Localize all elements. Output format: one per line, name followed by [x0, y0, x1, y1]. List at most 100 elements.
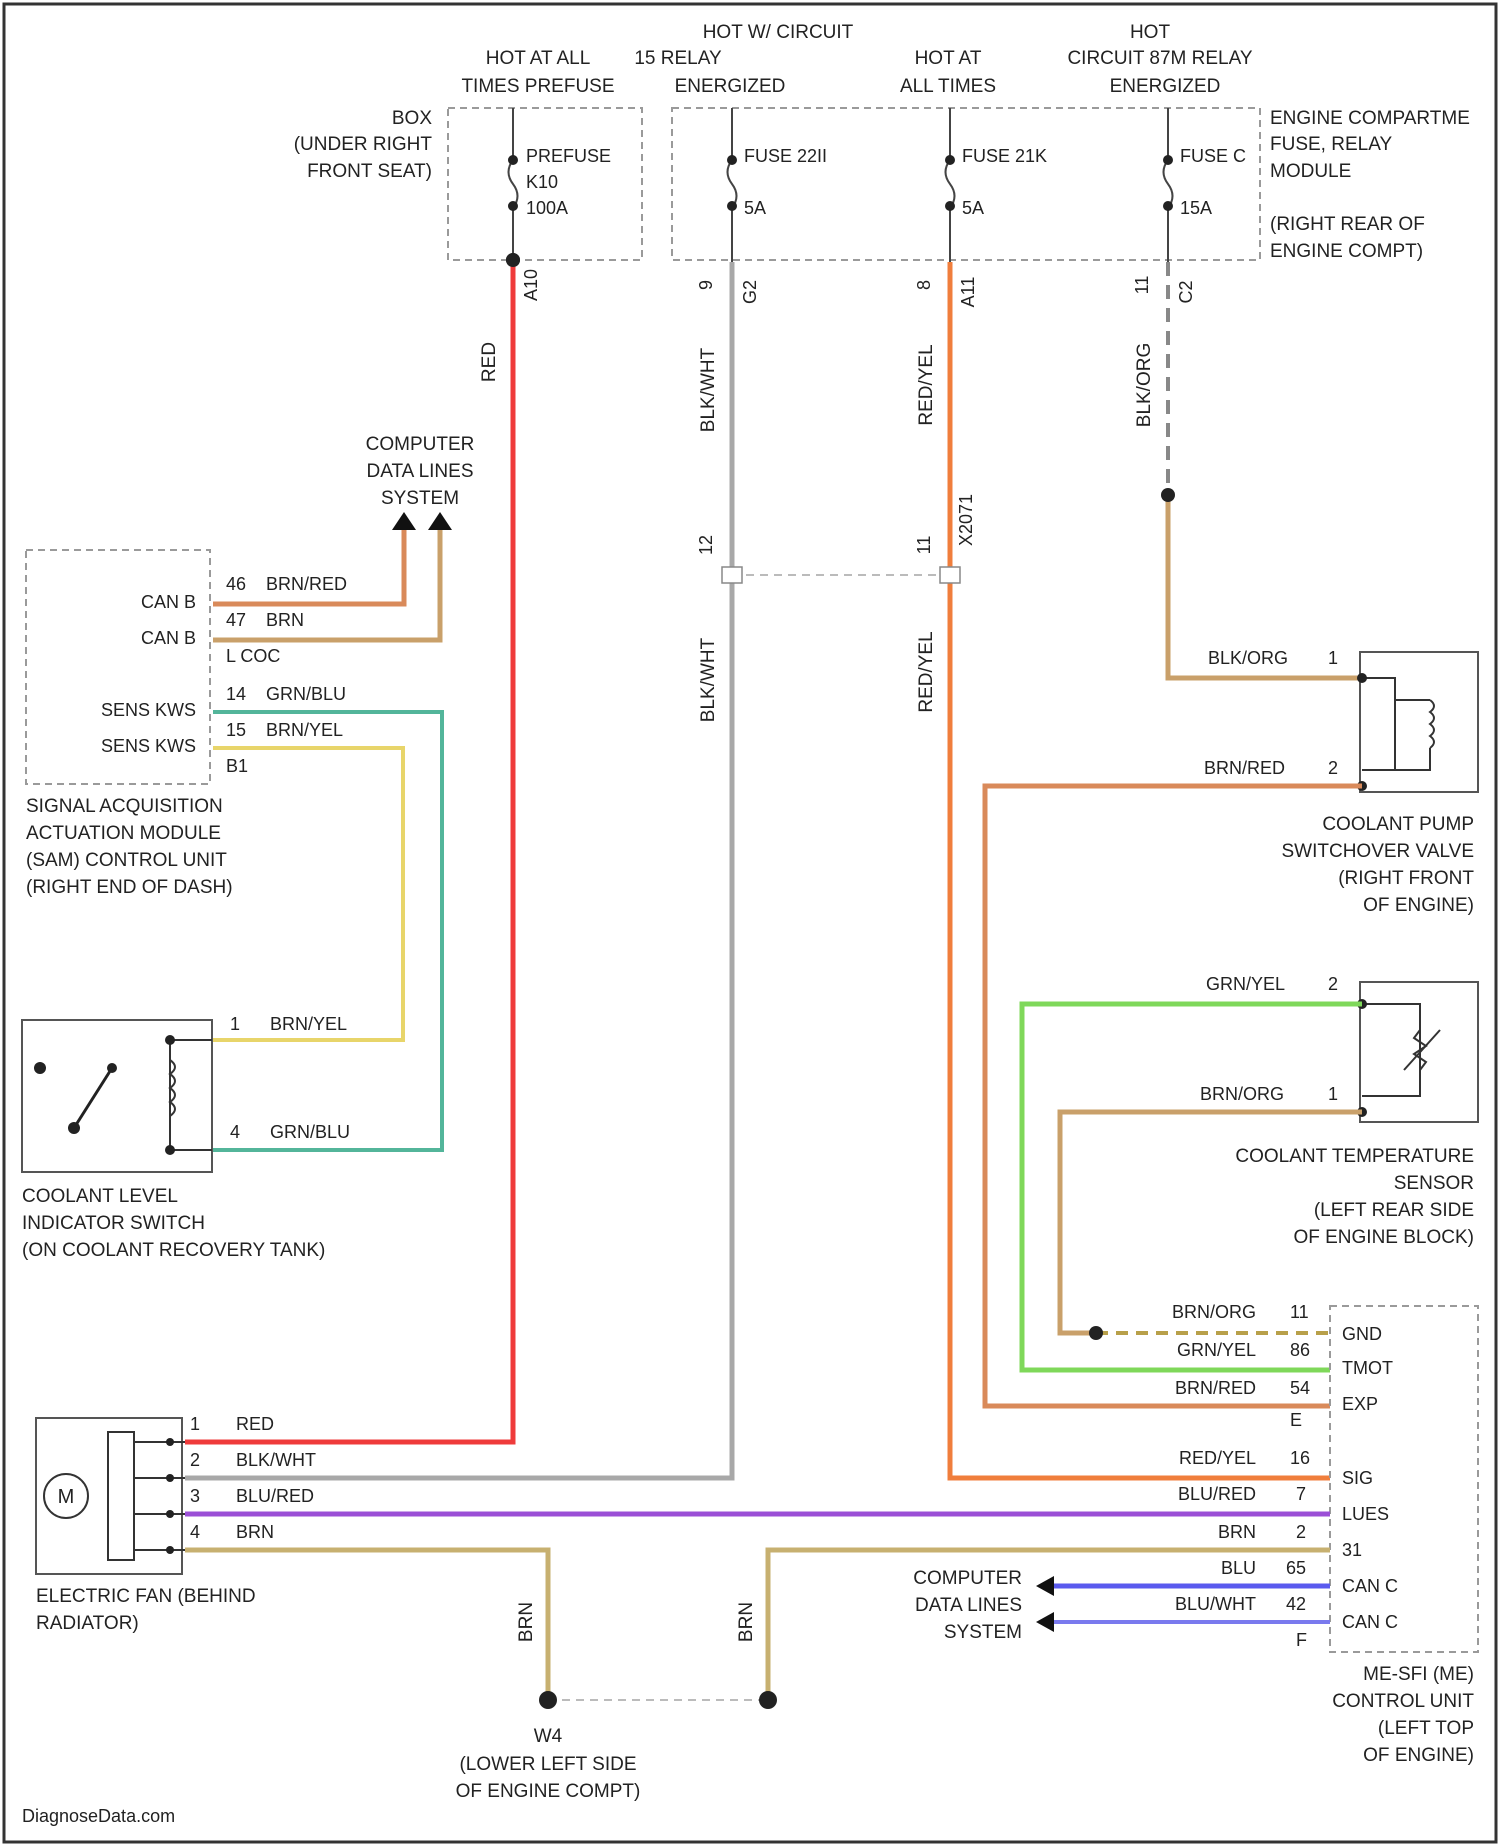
sam-label-47: CAN B: [141, 628, 196, 648]
me-sig-sig: SIG: [1342, 1468, 1373, 1488]
pump-pin-1: 1: [1328, 648, 1338, 668]
engine-module-label-1: ENGINE COMPARTME: [1270, 108, 1470, 129]
wire-red-yel: [950, 262, 1330, 1478]
prefuse-pin: A10: [521, 269, 541, 301]
prefuse-line-1: PREFUSE: [526, 146, 611, 166]
prefuse-line-2: K10: [526, 172, 558, 192]
fuse21-line-1: FUSE 21K: [962, 146, 1047, 166]
fan-wire-1: RED: [236, 1414, 274, 1434]
fan-wire-3: BLU/RED: [236, 1486, 314, 1506]
temp-label-4: OF ENGINE BLOCK): [1293, 1227, 1474, 1248]
pump-label-2: SWITCHOVER VALVE: [1282, 841, 1475, 862]
me-pin-16: 16: [1290, 1448, 1310, 1468]
pump-label-3: (RIGHT FRONT: [1338, 868, 1474, 889]
fan-pin-2: 2: [190, 1450, 200, 1470]
ground-label-2: OF ENGINE COMPT): [456, 1781, 641, 1802]
level-pin-4: 4: [230, 1122, 240, 1142]
fan-motor-symbol: M: [58, 1486, 75, 1508]
fan-pin-4: 4: [190, 1522, 200, 1542]
pump-wire-2: BRN/RED: [1204, 758, 1285, 778]
data-lines-top: COMPUTER DATA LINES SYSTEM: [366, 434, 475, 530]
fan-wire-4: BRN: [236, 1522, 274, 1542]
level-wire-4: GRN/BLU: [270, 1122, 350, 1142]
sam-pin-47: 47: [226, 610, 246, 630]
label-blk-wht-top: BLK/WHT: [698, 347, 719, 432]
fan-wire-2: BLK/WHT: [236, 1450, 316, 1470]
level-label-3: (ON COOLANT RECOVERY TANK): [22, 1240, 325, 1261]
level-label-1: COOLANT LEVEL: [22, 1186, 178, 1207]
me-pin-11: 11: [1290, 1302, 1309, 1322]
sam-label-3: (SAM) CONTROL UNIT: [26, 850, 227, 871]
prefuse-box-label-3: FRONT SEAT): [307, 161, 432, 182]
sam-pin-46: 46: [226, 574, 246, 594]
fusec-line-2: 15A: [1180, 198, 1212, 218]
ground-wire-right: BRN: [736, 1602, 757, 1642]
sam-wire-46: BRN/RED: [266, 574, 347, 594]
temp-label-2: SENSOR: [1394, 1173, 1474, 1194]
prefuse-box-label-2: (UNDER RIGHT: [294, 134, 433, 155]
level-wire-1: BRN/YEL: [270, 1014, 347, 1034]
fuse22-header-3: ENERGIZED: [675, 76, 786, 97]
sam-wire-14: GRN/BLU: [266, 684, 346, 704]
prefuse-box: BOX (UNDER RIGHT FRONT SEAT) PREFUSE K10…: [294, 108, 642, 301]
prefuse-box-label-1: BOX: [392, 108, 432, 129]
label-red: RED: [479, 342, 500, 382]
me-pin-54: 54: [1290, 1378, 1310, 1398]
me-sig-tmot: TMOT: [1342, 1358, 1393, 1378]
fuse22-header-2: 15 RELAY: [634, 48, 722, 69]
me-sig-lues: LUES: [1342, 1504, 1389, 1524]
sam-label-14: SENS KWS: [101, 700, 196, 720]
temp-label-3: (LEFT REAR SIDE: [1314, 1200, 1474, 1221]
fan-label-1: ELECTRIC FAN (BEHIND: [36, 1586, 256, 1607]
fusec-pin-b: C2: [1176, 280, 1196, 303]
fusec-header-2: CIRCUIT 87M RELAY: [1067, 48, 1252, 69]
fusec-line-1: FUSE C: [1180, 146, 1246, 166]
fuse22-line-1: FUSE 22II: [744, 146, 827, 166]
sam-wire-47: BRN: [266, 610, 304, 630]
me-wire-86: GRN/YEL: [1177, 1340, 1256, 1360]
fuse21-pin-b: A11: [958, 277, 978, 308]
sam-pin-15: 15: [226, 720, 246, 740]
sam-label-1: SIGNAL ACQUISITION: [26, 796, 223, 817]
fusec-header-3: ENERGIZED: [1110, 76, 1221, 97]
engine-fuse-module: ENGINE COMPARTME FUSE, RELAY MODULE (RIG…: [672, 108, 1470, 307]
sam-label-2: ACTUATION MODULE: [26, 823, 221, 844]
me-wire-65: BLU: [1221, 1558, 1256, 1578]
me-wire-7: BLU/RED: [1178, 1484, 1256, 1504]
main-wires: [185, 262, 1362, 1478]
electric-fan: M 1 RED 2 BLK/WHT 3 BLU/RED 4 BRN ELECTR…: [36, 1414, 316, 1634]
engine-module-label-5: (RIGHT REAR OF: [1270, 214, 1425, 235]
fusec-pin-a: 11: [1132, 276, 1152, 295]
ground-w4: BRN BRN W4 (LOWER LEFT SIDE OF ENGINE CO…: [456, 1602, 777, 1802]
me-pin-65: 65: [1286, 1558, 1306, 1578]
data-lines-bottom-2: DATA LINES: [915, 1595, 1022, 1616]
pump-wire-1: BLK/ORG: [1208, 648, 1288, 668]
me-sig-31: 31: [1342, 1540, 1362, 1560]
prefuse-line-3: 100A: [526, 198, 568, 218]
sam-wire-15: BRN/YEL: [266, 720, 343, 740]
sam-wire-lcoc: L COC: [226, 646, 280, 666]
me-sig-canc-2: CAN C: [1342, 1612, 1398, 1632]
temp-wire-1: BRN/ORG: [1200, 1084, 1284, 1104]
me-wire-42: BLU/WHT: [1175, 1594, 1256, 1614]
me-wire-11: BRN/ORG: [1172, 1302, 1256, 1322]
fuse22-pin-a: 9: [696, 280, 716, 290]
engine-module-label-2: FUSE, RELAY: [1270, 134, 1392, 155]
sam-label-4: (RIGHT END OF DASH): [26, 877, 233, 898]
fan-pin-3: 3: [190, 1486, 200, 1506]
data-lines-top-1: COMPUTER: [366, 434, 475, 455]
sam-module: 46 BRN/RED CAN B 47 BRN CAN B L COC 14 G…: [26, 530, 442, 1150]
me-sig-canc-1: CAN C: [1342, 1576, 1398, 1596]
me-pin-7: 7: [1296, 1484, 1306, 1504]
connector-splice: 12 11 X2071: [696, 494, 976, 583]
temp-wire-2: GRN/YEL: [1206, 974, 1285, 994]
sam-pin-14: 14: [226, 684, 246, 704]
fusec-header-1: HOT: [1130, 22, 1171, 43]
engine-module-label-6: ENGINE COMPT): [1270, 241, 1423, 262]
diagram-frame: [4, 4, 1496, 1842]
pump-label-1: COOLANT PUMP: [1322, 814, 1474, 835]
pump-pin-2: 2: [1328, 758, 1338, 778]
fuse21-pin-a: 8: [914, 280, 934, 290]
data-lines-bottom: COMPUTER DATA LINES SYSTEM: [913, 1568, 1022, 1643]
